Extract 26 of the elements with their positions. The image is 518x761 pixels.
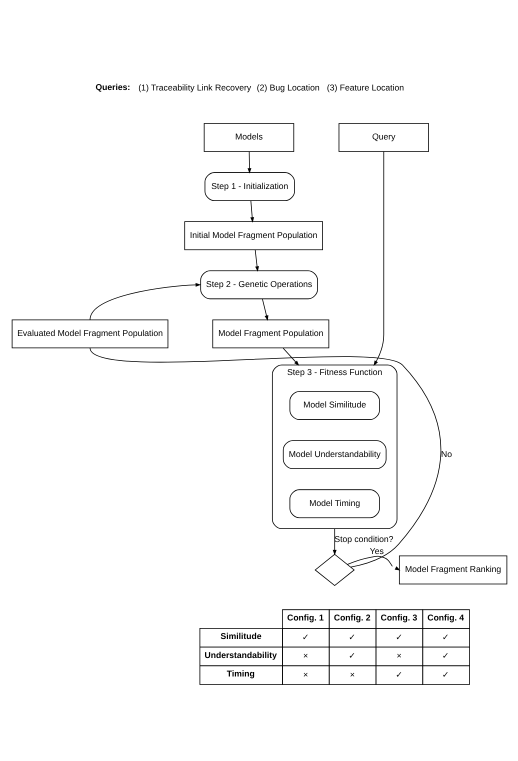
edge-label: No [440,448,452,458]
label: Config. 4 [426,612,464,622]
label: ✓ [442,650,450,660]
label: Config. 2 [333,612,370,622]
label: ✓ [348,650,356,660]
label: Similitude [220,630,261,641]
label: × [396,650,402,660]
label: Config. 3 [380,612,417,622]
label: (2) Bug Location [256,82,320,92]
label: ✓ [442,668,450,679]
label: Queries: [94,81,130,92]
label: (3) Feature Location [326,82,404,92]
label: ✓ [394,668,403,679]
label: Config. 1 [286,612,324,622]
label: ✓ [394,631,403,642]
label: (1) Traceability Link Recovery [138,82,251,92]
label: Understandability [204,649,276,660]
label: ✓ [348,631,356,642]
label: ✓ [442,631,450,642]
edge-label: Stop condition? [334,533,393,544]
label: ✓ [301,631,310,642]
label: Timing [226,668,254,678]
label: × [349,668,354,679]
edge-label: Yes [369,546,384,556]
label: × [302,668,308,679]
label: × [302,650,308,660]
